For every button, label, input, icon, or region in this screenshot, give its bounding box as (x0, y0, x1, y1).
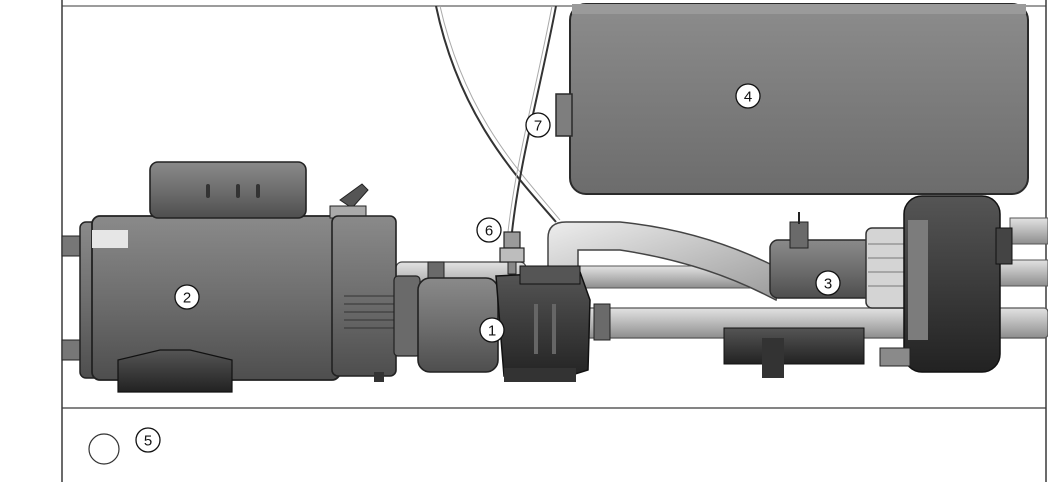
pump-outlet (519, 265, 581, 285)
volute-rib-1 (534, 304, 538, 354)
motor-cooling-fins (344, 295, 396, 329)
heater-foot (762, 338, 784, 378)
callout-4: 4 (735, 83, 761, 109)
callout-5-label: 5 (144, 433, 152, 450)
callout-2-label: 2 (183, 290, 191, 307)
motor-base-foot (117, 349, 233, 393)
callout-6: 6 (476, 217, 502, 243)
callout-6-label: 6 (485, 223, 493, 240)
control-box-top-edge (572, 4, 1026, 14)
floor-marker-circle (88, 433, 120, 465)
right-pump-port (995, 227, 1013, 265)
callout-7: 7 (525, 112, 551, 138)
terminal-slot-1 (206, 184, 210, 198)
motor-base-bolt (374, 372, 384, 382)
control-box-body (569, 3, 1029, 195)
callout-3: 3 (815, 270, 841, 296)
right-pump (879, 195, 1013, 373)
heater-assembly (723, 212, 911, 378)
callout-7-label: 7 (534, 118, 542, 135)
callout-3-label: 3 (824, 276, 832, 293)
pressure-switch-stem (507, 261, 517, 275)
motor-terminal-box (149, 161, 307, 219)
pump-volute (495, 271, 591, 381)
control-box (555, 3, 1029, 195)
right-pump-fitting (879, 347, 911, 367)
callout-1: 1 (479, 317, 505, 343)
pump-foot (504, 368, 576, 382)
pump-wet-end (393, 265, 591, 382)
pressure-switch-nut (499, 247, 525, 263)
pump-seal-plate (393, 275, 421, 357)
motor-switch-lever (339, 183, 369, 209)
pump-motor (61, 161, 397, 393)
pressure-switch-body (503, 231, 521, 249)
callout-5: 5 (135, 427, 161, 453)
terminal-slot-2 (236, 184, 240, 198)
motor-label-patch (92, 230, 128, 248)
callout-2: 2 (174, 284, 200, 310)
hose-clamp-right (593, 303, 611, 341)
pipe-right-stub (1009, 217, 1048, 245)
volute-rib-2 (552, 304, 556, 354)
cable-left (435, 5, 557, 223)
terminal-slot-3 (256, 184, 260, 198)
callout-4-label: 4 (744, 89, 752, 106)
elbow-hose-body (547, 221, 783, 302)
pressure-switch (499, 231, 525, 275)
control-box-side-tab (555, 93, 573, 137)
cable-left-inner (439, 5, 561, 221)
heater-sensor (789, 221, 809, 249)
right-pump-face (908, 220, 928, 340)
heater-mount-bracket (723, 327, 865, 365)
motor-body (91, 215, 341, 381)
elbow-hose (547, 221, 783, 302)
callout-1-label: 1 (488, 323, 496, 340)
